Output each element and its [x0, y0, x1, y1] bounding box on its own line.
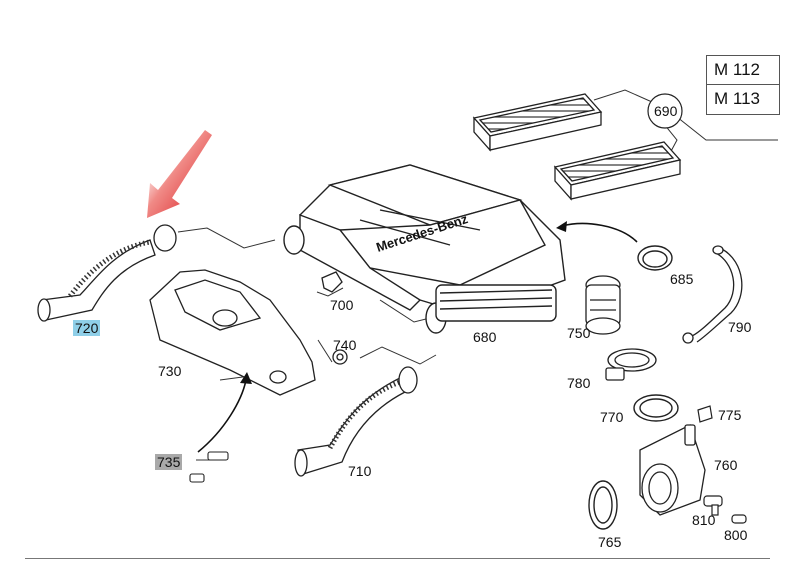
- engine-model-code: M 112: [714, 60, 760, 79]
- breather-hose-790: [682, 245, 743, 344]
- air-mass-sensor-750: [585, 275, 621, 335]
- part-label-720: 720: [73, 320, 101, 336]
- part-label-770: 770: [600, 409, 624, 425]
- bottom-divider: [25, 558, 770, 559]
- engine-model-code: M 113: [707, 84, 779, 113]
- callout-circle-690: [647, 93, 683, 129]
- part-label-765: 765: [598, 534, 622, 550]
- bolt-810: [703, 495, 723, 516]
- air-filter-element-upper: [472, 93, 603, 152]
- assembly-arrow-icon: [556, 221, 638, 243]
- seal-ring-685: [637, 245, 673, 271]
- part-label-780: 780: [567, 375, 591, 391]
- part-label-790: 790: [728, 319, 752, 335]
- part-label-735: 735: [155, 454, 183, 470]
- air-filter-element-lower: [553, 141, 682, 201]
- intake-hose-720: [37, 224, 177, 322]
- grommet-740: [332, 349, 348, 365]
- engine-model-table: M 112 M 113: [706, 55, 780, 115]
- intake-hose-710: [294, 366, 418, 477]
- part-label-700: 700: [330, 297, 354, 313]
- part-label-800: 800: [724, 527, 748, 543]
- throttle-housing-760: [639, 424, 706, 516]
- part-label-730: 730: [158, 363, 182, 379]
- clamp-780: [605, 348, 657, 381]
- ring-770: [633, 394, 679, 422]
- part-label-750: 750: [567, 325, 591, 341]
- part-label-740: 740: [333, 337, 357, 353]
- bracket-730: [149, 269, 316, 396]
- part-label-760: 760: [714, 457, 738, 473]
- part-label-680: 680: [473, 329, 497, 345]
- part-label-685: 685: [670, 271, 694, 287]
- red-pointer-arrow-icon: [147, 130, 212, 218]
- part-label-810: 810: [692, 512, 716, 528]
- air-filter-housing: [283, 164, 566, 334]
- clip-700: [321, 271, 343, 293]
- part-label-690: 690: [654, 103, 678, 119]
- clip-735: [189, 451, 229, 483]
- plug-800: [731, 514, 747, 524]
- ring-765: [588, 480, 618, 530]
- part-label-710: 710: [348, 463, 372, 479]
- part-label-775: 775: [718, 407, 742, 423]
- assembly-arrow-icon: [197, 372, 252, 453]
- clip-775: [697, 405, 713, 423]
